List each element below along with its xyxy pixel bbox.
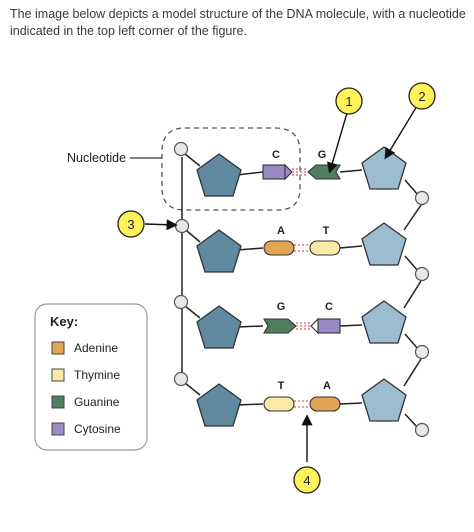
- callout-2-arrow: [384, 105, 418, 160]
- phosphate: [173, 141, 189, 157]
- phosphate: [414, 266, 430, 282]
- callout-3-number: 3: [127, 217, 134, 232]
- sugar-right: [361, 378, 407, 422]
- base-cytosine: [317, 318, 341, 334]
- key-label-adenine: Adenine: [74, 341, 118, 355]
- sugars-left: [196, 153, 242, 427]
- key-label-guanine: Guanine: [74, 395, 120, 409]
- sugar-left: [196, 153, 242, 197]
- base-label-right: A: [323, 380, 331, 392]
- base-guanine: [263, 318, 297, 334]
- sugar-right: [361, 222, 407, 266]
- callout-3-badge: [117, 210, 145, 238]
- key-swatch-thymine: [51, 368, 65, 382]
- sugar-right: [361, 146, 407, 190]
- intro-text: The image below depicts a model structur…: [10, 7, 466, 38]
- callout-3-arrow: [144, 219, 178, 231]
- callout-2-number: 2: [418, 89, 425, 104]
- key-swatch-guanine: [51, 395, 65, 409]
- nucleotide-label: Nucleotide: [67, 151, 126, 165]
- callout-2-badge: [408, 82, 436, 110]
- base-label-left: G: [277, 301, 286, 313]
- phosphates: [173, 141, 430, 438]
- key-label-thymine: Thymine: [74, 368, 120, 382]
- base-label-right: T: [323, 225, 330, 237]
- base-pair-2: A T: [263, 225, 341, 256]
- base-cytosine: [262, 164, 286, 180]
- sugars-right: [361, 146, 407, 422]
- base-label-left: A: [277, 225, 285, 237]
- base-cytosine-tip: [284, 163, 293, 181]
- callout-1-badge: [335, 87, 363, 115]
- base-guanine: [307, 164, 341, 180]
- sugar-left: [196, 229, 242, 273]
- callout-1-number: 1: [345, 94, 352, 109]
- base-thymine: [309, 240, 341, 256]
- nucleotide-outline: [161, 127, 301, 211]
- phosphate: [173, 371, 189, 387]
- key-swatch-adenine: [51, 341, 65, 355]
- callout-4-badge: [293, 466, 321, 494]
- base-pair-4: T A: [263, 380, 341, 412]
- key-title: Key:: [50, 314, 78, 329]
- base-label-right: G: [318, 149, 327, 161]
- key-swatch-cytosine: [51, 422, 65, 436]
- base-label-right: C: [325, 301, 333, 313]
- base-thymine: [263, 396, 295, 412]
- key-label-cytosine: Cytosine: [74, 422, 121, 436]
- sugar-left: [196, 305, 242, 349]
- backbone-lines: [179, 149, 422, 429]
- phosphate: [414, 344, 430, 360]
- phosphate: [414, 190, 430, 206]
- base-adenine: [263, 240, 295, 256]
- base-adenine: [309, 396, 341, 412]
- key-legend: Key: Adenine Thymine Guanine Cytosine: [34, 303, 148, 451]
- phosphate: [173, 294, 189, 310]
- base-label-left: T: [278, 380, 285, 392]
- base-cytosine-notch: [310, 317, 319, 335]
- base-pair-3: G C: [263, 301, 341, 335]
- base-pair-1: C G: [262, 149, 341, 181]
- callout-4-number: 4: [303, 473, 310, 488]
- phosphate: [414, 422, 430, 438]
- key-box: [34, 303, 148, 451]
- sugar-right: [361, 300, 407, 344]
- phosphate: [174, 218, 190, 234]
- base-label-left: C: [272, 149, 280, 161]
- sugar-left: [196, 383, 242, 427]
- callout-1-arrow: [326, 112, 348, 174]
